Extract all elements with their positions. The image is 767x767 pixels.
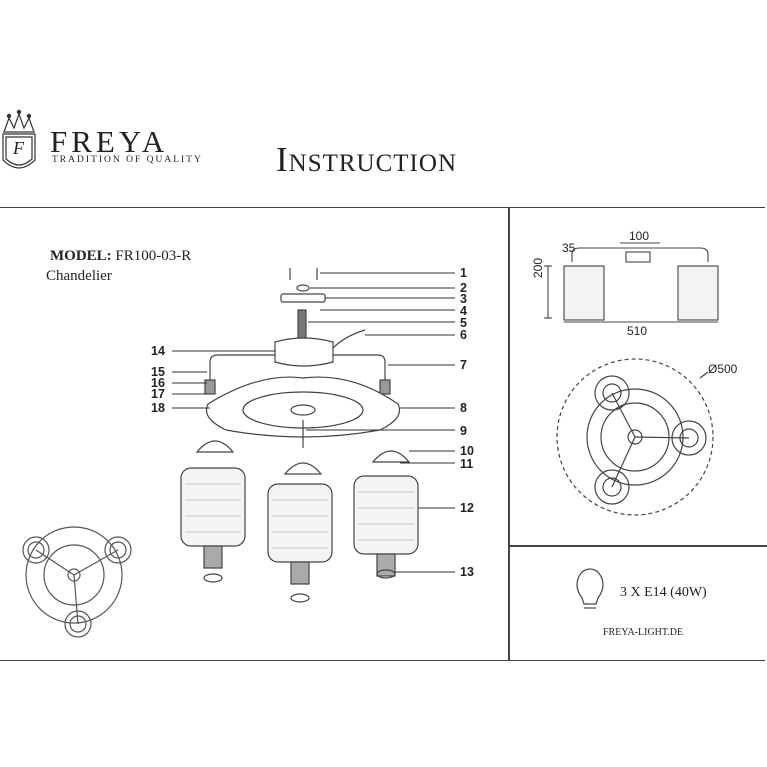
brand-tagline: TRADITION OF QUALITY: [52, 155, 203, 165]
callout-13: 13: [460, 565, 474, 579]
mini-top-view: [22, 526, 132, 638]
column-divider: [508, 207, 510, 660]
website-link[interactable]: FREYA-LIGHT.DE: [603, 627, 684, 638]
dim-spacing: 100: [629, 229, 650, 243]
callout-14: 14: [151, 344, 165, 358]
dim-width: 510: [627, 324, 648, 338]
exploded-assembly: [180, 268, 419, 603]
callout-11: 11: [460, 457, 474, 471]
callout-1: 1: [460, 266, 467, 280]
bulb-icon: [576, 568, 604, 609]
dim-height: 200: [531, 257, 545, 278]
right-divider: [508, 545, 767, 547]
top-view: [556, 358, 714, 516]
callout-15: 15: [151, 365, 165, 379]
content-frame: [0, 207, 765, 661]
callout-17: 17: [151, 387, 165, 401]
callout-3: 3: [460, 292, 467, 306]
callout-18: 18: [151, 401, 165, 415]
model-line: MODEL: FR100-03-R: [50, 248, 191, 265]
shield-logo-icon: [2, 109, 36, 169]
product-type: Chandelier: [46, 268, 112, 284]
leader-lines: [172, 272, 455, 573]
brand-name: FREYA: [50, 124, 169, 159]
dimension-drawing: [544, 242, 719, 323]
callout-12: 12: [460, 501, 474, 515]
callout-7: 7: [460, 358, 467, 372]
callout-5: 5: [460, 316, 467, 330]
dim-offset: 35: [562, 241, 576, 255]
callout-2: 2: [460, 281, 467, 295]
page-title: Instruction: [276, 140, 457, 179]
model-code: FR100-03-R: [115, 248, 192, 264]
callout-8: 8: [460, 401, 467, 415]
logo-letter: F: [13, 138, 24, 158]
callout-9: 9: [460, 424, 467, 438]
dim-diameter: Ø500: [708, 362, 738, 376]
shade-mesh-pattern: [185, 483, 414, 549]
model-label: MODEL:: [50, 248, 112, 264]
callout-16: 16: [151, 376, 165, 390]
callout-10: 10: [460, 444, 474, 458]
callout-6: 6: [460, 328, 467, 342]
lamp-spec: 3 X E14 (40W): [620, 585, 707, 600]
callout-4: 4: [460, 304, 467, 318]
